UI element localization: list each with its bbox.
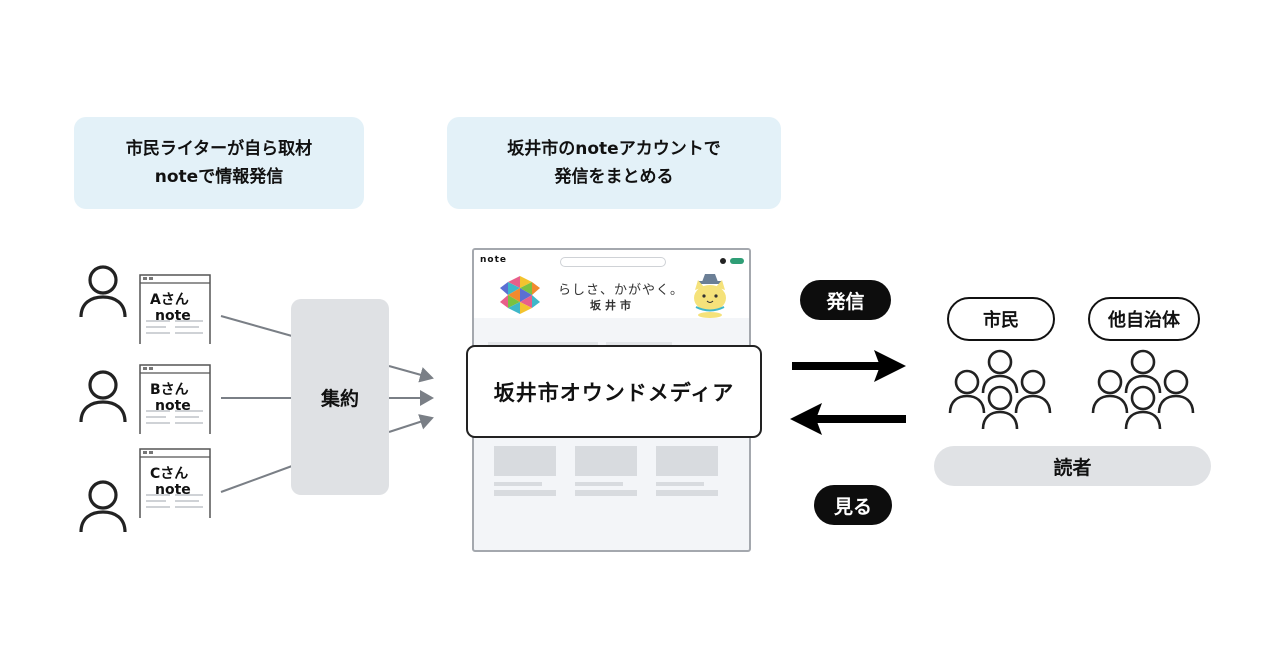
caption-city-account: 坂井市のnoteアカウントで 発信をまとめる xyxy=(447,117,781,209)
note-page-icon: Cさん note xyxy=(139,448,211,518)
mock-post-button xyxy=(730,258,744,264)
group-other-municipalities-label: 他自治体 xyxy=(1088,297,1200,341)
mock-banner: らしさ、かがやく。 坂井市 xyxy=(474,272,749,318)
note-page-icon: Aさん note xyxy=(139,274,211,344)
mock-search-input xyxy=(560,257,666,267)
mock-banner-city: 坂井市 xyxy=(590,299,635,312)
writer-platform: note xyxy=(155,308,191,324)
note-page-icon: Bさん note xyxy=(139,364,211,434)
aggregate-label: 集約 xyxy=(320,387,359,410)
mock-avatar xyxy=(720,258,726,264)
group-citizens-label: 市民 xyxy=(947,297,1055,341)
people-group-icon xyxy=(1091,349,1195,430)
connector-out-bottom xyxy=(388,414,434,433)
person-icon xyxy=(79,480,127,533)
readers-label: 読者 xyxy=(1053,456,1092,479)
connector-a xyxy=(220,315,293,337)
group-other-text: 他自治体 xyxy=(1108,310,1180,331)
owned-media-label: 坂井市オウンドメディア xyxy=(493,380,735,405)
writer-platform: note xyxy=(155,482,191,498)
city-logo-icon xyxy=(500,276,540,314)
aggregate-box: 集約 xyxy=(291,299,389,495)
person-icon xyxy=(79,265,127,318)
view-label-text: 見る xyxy=(833,495,872,518)
send-label-text: 発信 xyxy=(826,290,865,313)
people-group-icon xyxy=(948,349,1052,430)
connector-c xyxy=(220,465,293,493)
view-label: 見る xyxy=(814,485,892,525)
writer-name: Cさん xyxy=(150,466,189,482)
mascot-icon xyxy=(694,274,726,318)
mock-header: note xyxy=(474,250,749,272)
connector-out-top xyxy=(388,365,434,383)
writer-name: Bさん xyxy=(150,382,189,398)
arrow-left-icon xyxy=(790,403,906,435)
person-icon xyxy=(79,370,127,423)
owned-media-box: 坂井市オウンドメディア xyxy=(466,345,762,438)
readers-bar: 読者 xyxy=(934,446,1211,486)
mock-banner-text: らしさ、かがやく。 xyxy=(558,283,685,298)
group-citizens-text: 市民 xyxy=(983,310,1019,331)
send-label: 発信 xyxy=(800,280,891,320)
mock-logo: note xyxy=(480,255,507,265)
arrow-right-icon xyxy=(792,350,906,382)
writer-name: Aさん xyxy=(150,292,189,308)
writer-platform: note xyxy=(155,398,191,414)
caption-citizen-writers: 市民ライターが自ら取材 noteで情報発信 xyxy=(74,117,364,209)
